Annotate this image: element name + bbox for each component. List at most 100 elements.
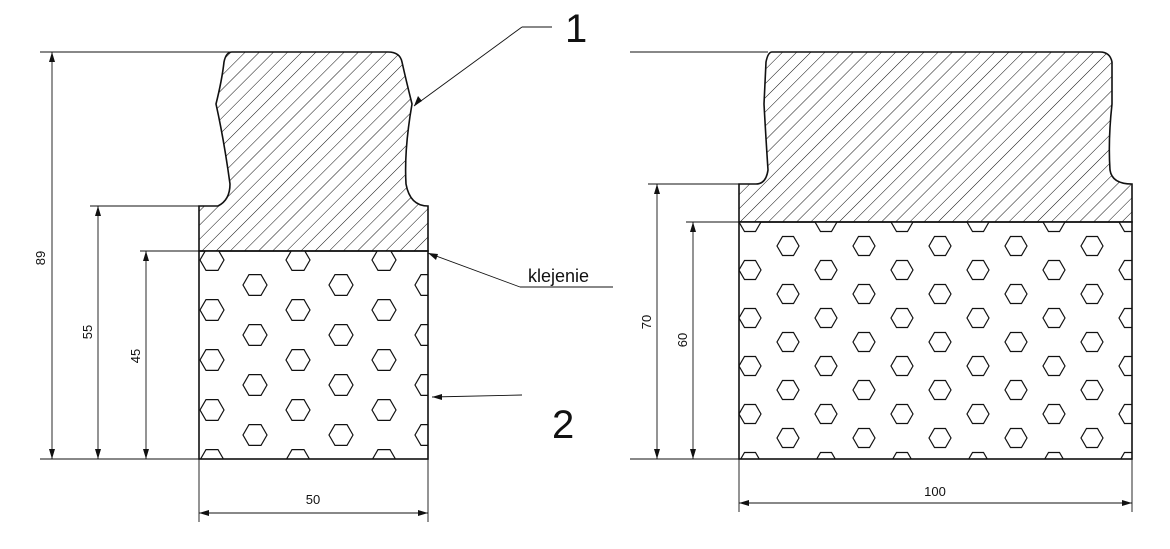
foam-cell <box>501 475 525 496</box>
dim-55: 55 <box>80 325 95 339</box>
dim-50: 50 <box>306 492 320 507</box>
dim-100: 100 <box>924 484 946 499</box>
foam-cell <box>814 259 838 281</box>
foam-cell <box>852 379 876 401</box>
foam-cell <box>1044 451 1064 459</box>
foam-cell <box>199 349 225 371</box>
foam-cell <box>1080 283 1104 305</box>
foam-cell <box>1157 333 1170 352</box>
foam-cell <box>852 331 876 353</box>
foam-cell <box>242 424 268 446</box>
foam-cell <box>328 274 354 296</box>
foam-cell <box>739 222 762 233</box>
foam-cell <box>890 307 914 329</box>
left-wood-hatch <box>199 52 428 251</box>
foam-cell <box>1118 259 1132 281</box>
foam-cell <box>285 349 311 371</box>
foam-cell <box>371 299 397 321</box>
foam-cell <box>243 475 267 496</box>
foam-cell <box>501 375 525 396</box>
foam-cell <box>1157 477 1170 496</box>
foam-cell <box>458 250 482 271</box>
foam-cell <box>328 324 354 346</box>
foam-cell <box>1042 403 1066 425</box>
foam-cell <box>1118 307 1132 329</box>
foam-cell <box>458 400 482 421</box>
dim-45: 45 <box>128 349 143 363</box>
foam-cell <box>1004 427 1028 449</box>
foam-cell <box>1004 235 1028 257</box>
foam-cell <box>776 427 800 449</box>
glue-label: klejenie <box>528 266 589 286</box>
foam-cell <box>966 403 990 425</box>
foam-cell <box>199 449 225 459</box>
foam-cell <box>966 259 990 281</box>
foam-cell <box>890 355 914 377</box>
foam-cell <box>966 222 990 233</box>
foam-cell <box>1004 379 1028 401</box>
foam-cell <box>285 251 311 271</box>
foam-cell <box>968 451 988 459</box>
foam-cell <box>777 477 799 496</box>
foam-cell <box>501 275 525 296</box>
foam-cell <box>928 379 952 401</box>
foam-cell <box>1004 283 1028 305</box>
callout-1: 1 <box>565 7 587 51</box>
foam-cell <box>414 324 428 346</box>
foam-cell <box>739 355 762 377</box>
foam-cell <box>458 300 482 321</box>
foam-cell <box>1042 307 1066 329</box>
foam-cell <box>371 449 397 459</box>
foam-cell <box>372 500 396 521</box>
foam-cell <box>890 403 914 425</box>
foam-cell <box>776 379 800 401</box>
foam-cell <box>1042 259 1066 281</box>
foam-cell <box>1042 222 1066 233</box>
foam-cell <box>242 374 268 396</box>
foam-cell <box>371 399 397 421</box>
foam-cell <box>1157 237 1170 256</box>
foam-cell <box>242 324 268 346</box>
foam-cell <box>852 283 876 305</box>
dim-89: 89 <box>33 251 48 265</box>
foam-cell <box>458 500 482 521</box>
foam-cell <box>892 451 912 459</box>
foam-cell <box>739 259 762 281</box>
foam-cell <box>814 222 838 233</box>
foam-cell <box>285 399 311 421</box>
left-foam-outline <box>198 250 429 460</box>
foam-cell <box>1080 379 1104 401</box>
foam-cell <box>966 355 990 377</box>
foam-cell <box>1157 381 1170 400</box>
foam-cell <box>1118 222 1132 233</box>
foam-cell <box>200 500 224 521</box>
foam-cell <box>890 222 914 233</box>
foam-cell <box>739 307 762 329</box>
foam-cell <box>739 403 762 425</box>
foam-cell <box>458 450 482 471</box>
foam-cell <box>1080 427 1104 449</box>
dim-70: 70 <box>639 315 654 329</box>
foam-cell <box>1157 285 1170 304</box>
foam-cell <box>285 299 311 321</box>
foam-cell <box>928 331 952 353</box>
left-foam-hexes <box>199 250 525 521</box>
foam-cell <box>1004 331 1028 353</box>
foam-cell <box>199 399 225 421</box>
foam-cell <box>776 235 800 257</box>
foam-cell <box>852 427 876 449</box>
foam-cell <box>776 331 800 353</box>
foam-cell <box>1081 477 1103 496</box>
right-cross-section: 70 60 100 <box>630 51 1170 512</box>
foam-cell <box>1080 235 1104 257</box>
foam-cell <box>928 283 952 305</box>
foam-cell <box>371 251 397 271</box>
foam-cell <box>199 251 225 271</box>
foam-cell <box>458 350 482 371</box>
foam-cell <box>740 451 760 459</box>
foam-cell <box>814 307 838 329</box>
foam-cell <box>1120 451 1132 459</box>
dim-60: 60 <box>675 333 690 347</box>
foam-cell <box>414 274 428 296</box>
